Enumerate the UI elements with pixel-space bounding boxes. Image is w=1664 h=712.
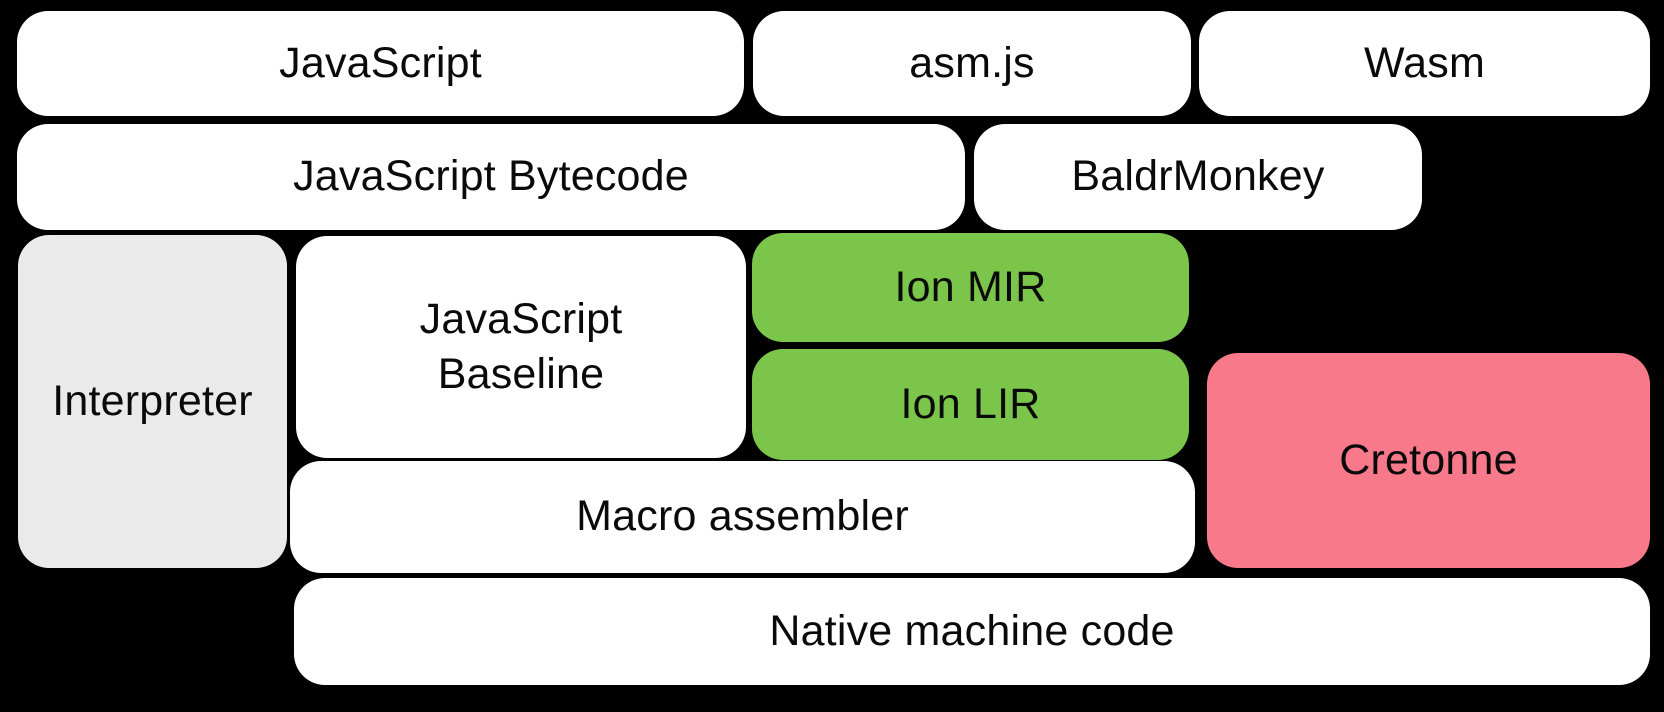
node-ion-mir: Ion MIR <box>752 233 1189 342</box>
node-wasm: Wasm <box>1199 11 1650 116</box>
node-asmjs: asm.js <box>753 11 1191 116</box>
node-javascript-bytecode: JavaScript Bytecode <box>17 124 965 230</box>
node-native-machine-code: Native machine code <box>294 578 1650 685</box>
node-baldrmonkey: BaldrMonkey <box>974 124 1422 230</box>
node-ion-lir: Ion LIR <box>752 349 1189 460</box>
node-interpreter: Interpreter <box>18 235 287 568</box>
node-javascript: JavaScript <box>17 11 744 116</box>
node-macro-assembler: Macro assembler <box>290 461 1195 573</box>
node-javascript-baseline: JavaScript Baseline <box>296 236 746 458</box>
node-cretonne: Cretonne <box>1207 353 1650 568</box>
